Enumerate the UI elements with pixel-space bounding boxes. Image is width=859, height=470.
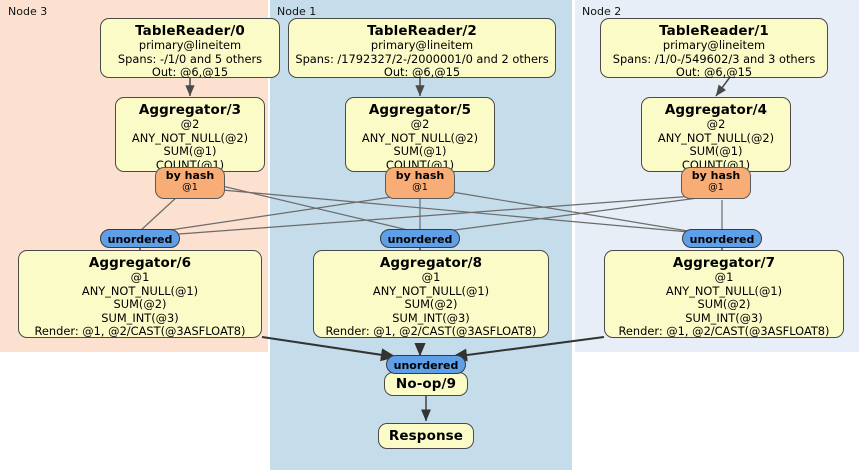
badge-by-hash-right[interactable]: by hash @1 bbox=[681, 167, 751, 199]
box-line: Spans: -/1/0 and 5 others bbox=[117, 51, 263, 66]
badge-label: by hash bbox=[165, 169, 215, 182]
box-aggregator-7[interactable]: Aggregator/7 @1 ANY_NOT_NULL(@1) SUM(@2)… bbox=[604, 250, 844, 338]
box-line: Out: @6,@15 bbox=[151, 65, 229, 80]
box-aggregator-3[interactable]: Aggregator/3 @2 ANY_NOT_NULL(@2) SUM(@1)… bbox=[115, 97, 265, 172]
box-line: SUM_INT(@3) bbox=[101, 310, 179, 325]
badge-unordered-mid[interactable]: unordered bbox=[380, 229, 460, 248]
box-title: TableReader/2 bbox=[367, 23, 477, 39]
badge-sublabel: @1 bbox=[182, 182, 198, 193]
box-title: Aggregator/5 bbox=[368, 102, 472, 118]
box-line: primary@lineitem bbox=[370, 38, 474, 52]
box-response[interactable]: Response bbox=[378, 423, 474, 449]
box-tablereader-2[interactable]: TableReader/2 primary@lineitem Spans: /1… bbox=[288, 18, 556, 80]
box-title: Aggregator/4 bbox=[664, 102, 768, 118]
box-line: SUM_INT(@3) bbox=[392, 310, 470, 325]
box-line: Render: @1, @2/CAST(@3ASFLOAT8) bbox=[34, 324, 246, 339]
box-title: Aggregator/8 bbox=[379, 255, 483, 271]
box-line: @2 bbox=[180, 117, 200, 131]
badge-label: by hash bbox=[691, 169, 741, 182]
panel-label-node-1: Node 1 bbox=[277, 5, 317, 18]
box-line: Render: @1, @2/CAST(@3ASFLOAT8) bbox=[618, 324, 830, 339]
badge-unordered-left[interactable]: unordered bbox=[100, 229, 180, 248]
box-title: TableReader/0 bbox=[135, 23, 245, 39]
box-line: @2 bbox=[410, 117, 430, 131]
badge-label: by hash bbox=[395, 169, 445, 182]
box-line: Spans: /1/0-/549602/3 and 3 others bbox=[612, 51, 816, 66]
box-line: Out: @6,@15 bbox=[383, 65, 461, 80]
box-line: ANY_NOT_NULL(@2) bbox=[657, 130, 775, 145]
box-title: TableReader/1 bbox=[659, 23, 769, 39]
box-title: Aggregator/7 bbox=[672, 255, 776, 271]
box-line: SUM_INT(@3) bbox=[685, 310, 763, 325]
box-line: SUM(@1) bbox=[393, 144, 447, 159]
box-line: ANY_NOT_NULL(@2) bbox=[131, 130, 249, 145]
box-line: ANY_NOT_NULL(@1) bbox=[81, 283, 199, 298]
box-line: ANY_NOT_NULL(@1) bbox=[665, 283, 783, 298]
badge-label: unordered bbox=[393, 359, 459, 372]
box-line: SUM(@2) bbox=[697, 297, 751, 312]
panel-label-node-2: Node 2 bbox=[582, 5, 622, 18]
badge-label: unordered bbox=[689, 233, 755, 246]
box-aggregator-5[interactable]: Aggregator/5 @2 ANY_NOT_NULL(@2) SUM(@1)… bbox=[345, 97, 495, 172]
box-line: Render: @1, @2/CAST(@3ASFLOAT8) bbox=[325, 324, 537, 339]
box-line: Spans: /1792327/2-/2000001/0 and 2 other… bbox=[295, 51, 549, 66]
box-title: No-op/9 bbox=[395, 376, 457, 392]
badge-label: unordered bbox=[107, 233, 173, 246]
box-tablereader-0[interactable]: TableReader/0 primary@lineitem Spans: -/… bbox=[100, 18, 280, 80]
panel-label-node-3: Node 3 bbox=[8, 5, 48, 18]
box-line: @1 bbox=[421, 270, 441, 284]
box-line: @2 bbox=[706, 117, 726, 131]
box-tablereader-1[interactable]: TableReader/1 primary@lineitem Spans: /1… bbox=[600, 18, 828, 80]
badge-label: unordered bbox=[387, 233, 453, 246]
badge-unordered-final[interactable]: unordered bbox=[386, 355, 466, 374]
box-line: SUM(@1) bbox=[689, 144, 743, 159]
box-line: SUM(@1) bbox=[163, 144, 217, 159]
box-aggregator-4[interactable]: Aggregator/4 @2 ANY_NOT_NULL(@2) SUM(@1)… bbox=[641, 97, 791, 172]
badge-unordered-right[interactable]: unordered bbox=[682, 229, 762, 248]
box-line: Out: @6,@15 bbox=[675, 65, 753, 80]
badge-sublabel: @1 bbox=[708, 182, 724, 193]
box-aggregator-8[interactable]: Aggregator/8 @1 ANY_NOT_NULL(@1) SUM(@2)… bbox=[313, 250, 549, 338]
box-line: ANY_NOT_NULL(@1) bbox=[372, 283, 490, 298]
box-title: Aggregator/6 bbox=[88, 255, 192, 271]
badge-by-hash-left[interactable]: by hash @1 bbox=[155, 167, 225, 199]
box-line: SUM(@2) bbox=[404, 297, 458, 312]
box-title: Response bbox=[388, 428, 464, 444]
box-title: Aggregator/3 bbox=[138, 102, 242, 118]
box-line: @1 bbox=[714, 270, 734, 284]
box-noop-9[interactable]: No-op/9 bbox=[384, 372, 468, 396]
badge-sublabel: @1 bbox=[412, 182, 428, 193]
badge-by-hash-mid[interactable]: by hash @1 bbox=[385, 167, 455, 199]
box-line: @1 bbox=[130, 270, 150, 284]
box-line: primary@lineitem bbox=[138, 38, 242, 52]
box-line: SUM(@2) bbox=[113, 297, 167, 312]
box-line: ANY_NOT_NULL(@2) bbox=[361, 130, 479, 145]
box-line: primary@lineitem bbox=[662, 38, 766, 52]
box-aggregator-6[interactable]: Aggregator/6 @1 ANY_NOT_NULL(@1) SUM(@2)… bbox=[18, 250, 262, 338]
